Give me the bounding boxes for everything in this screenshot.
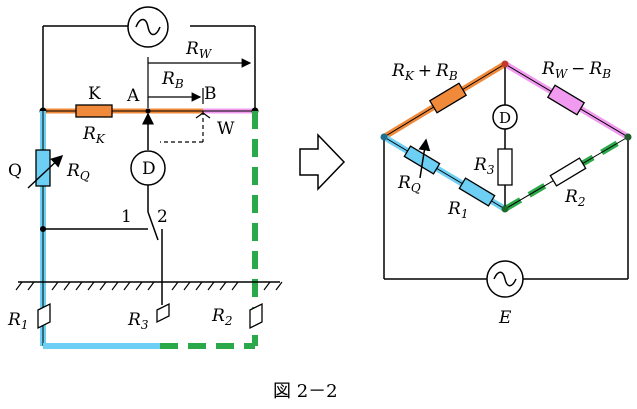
label-rq: RQ bbox=[66, 161, 90, 183]
label-r3: R3 bbox=[127, 310, 149, 332]
label-a: A bbox=[126, 86, 140, 106]
label-switch-2: 2 bbox=[157, 207, 168, 227]
label-q: Q bbox=[8, 161, 22, 181]
label-d-bridge: D bbox=[499, 109, 511, 127]
resistor-rq bbox=[35, 149, 51, 187]
right-bridge bbox=[380, 60, 632, 298]
figure-caption: 図 2－2 bbox=[273, 381, 338, 402]
label-switch-1: 1 bbox=[121, 207, 132, 227]
label-rw-minus-rb: RW−RB bbox=[541, 59, 611, 81]
label-b: B bbox=[204, 84, 217, 104]
detector-d-bridge bbox=[492, 104, 518, 130]
label-rk-plus-rb: RK+RB bbox=[391, 61, 458, 83]
label-r3-bridge: R3 bbox=[473, 155, 495, 177]
electrode-r1 bbox=[37, 302, 51, 330]
label-r1-bridge: R1 bbox=[447, 199, 468, 221]
label-r2: R2 bbox=[211, 306, 232, 328]
source-e-icon bbox=[486, 260, 524, 298]
transform-arrow-icon bbox=[299, 133, 346, 191]
resistor-r3-bridge bbox=[497, 148, 513, 186]
switch-blade bbox=[147, 211, 159, 241]
label-k: K bbox=[88, 84, 101, 104]
label-rb: RB bbox=[161, 69, 184, 91]
label-r2-bridge: R2 bbox=[564, 187, 585, 209]
label-rq-bridge: RQ bbox=[397, 173, 421, 195]
resistor-rk bbox=[75, 104, 113, 118]
electrode-r3 bbox=[156, 302, 170, 324]
label-rw: RW bbox=[185, 39, 213, 61]
label-d: D bbox=[142, 159, 156, 179]
ac-source-icon bbox=[127, 6, 169, 48]
left-circuit bbox=[15, 6, 283, 349]
electrode-r2 bbox=[249, 302, 263, 330]
label-rk: RK bbox=[82, 124, 106, 146]
ground-hatch bbox=[15, 281, 283, 291]
label-w: W bbox=[217, 119, 235, 139]
label-r1: R1 bbox=[7, 310, 28, 332]
label-e: E bbox=[498, 308, 512, 328]
